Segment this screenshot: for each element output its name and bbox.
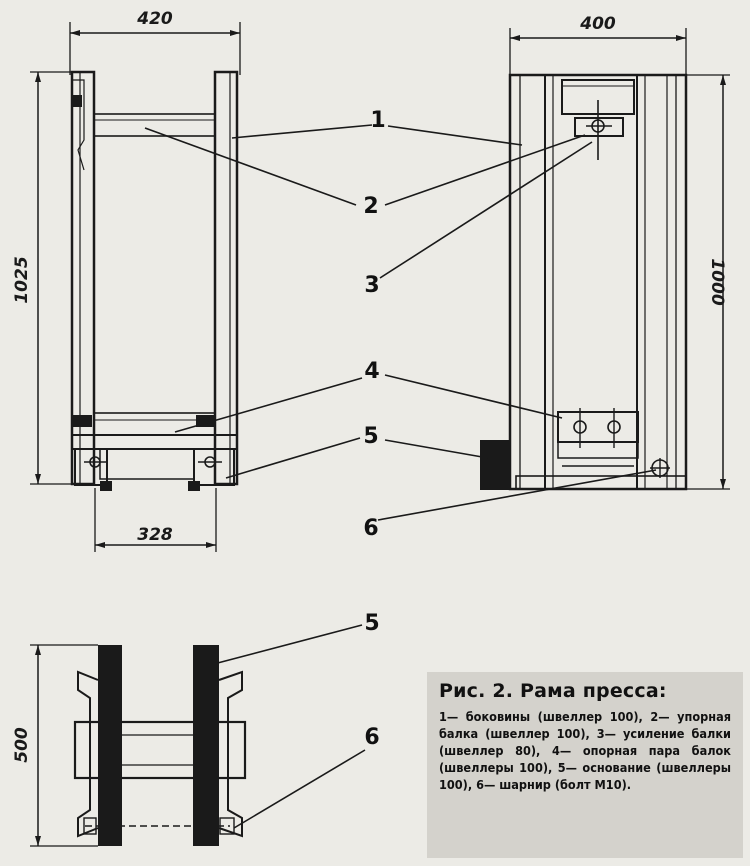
dim-label-420: 420 — [136, 9, 173, 29]
callout-6: 6 — [363, 516, 378, 541]
leader-lines — [144, 124, 657, 829]
callout-4: 4 — [364, 359, 379, 384]
top-thrust-beam — [93, 113, 216, 137]
caption-title: Рис. 2. Рама пресса: — [439, 680, 667, 702]
base-channel-right — [193, 645, 219, 846]
caption-text: 1— боковины (швеллер 100), 2— упорная ба… — [439, 709, 731, 792]
cross-channel — [73, 720, 247, 780]
base-channel-left — [98, 645, 122, 846]
figure-caption: Рис. 2. Рама пресса: 1— боковины (швелле… — [427, 672, 743, 858]
right-upright — [213, 70, 239, 486]
dim-label-328: 328 — [137, 525, 173, 545]
front-view — [30, 22, 241, 552]
dim-label-1000: 1000 — [707, 258, 727, 305]
side-view — [480, 28, 730, 491]
dim-label-1025: 1025 — [12, 256, 32, 303]
beam-reinforcement — [574, 117, 624, 137]
dim-label-400: 400 — [579, 14, 616, 34]
callout-1: 1 — [370, 108, 385, 133]
callout-5: 5 — [363, 424, 378, 449]
dim-label-500: 500 — [12, 727, 32, 763]
plan-view — [30, 644, 247, 847]
callout-5-plan: 5 — [364, 611, 379, 636]
callout-6-plan: 6 — [364, 725, 379, 750]
base-channel — [71, 434, 238, 450]
callout-3: 3 — [364, 273, 379, 298]
callout-2: 2 — [363, 194, 378, 219]
